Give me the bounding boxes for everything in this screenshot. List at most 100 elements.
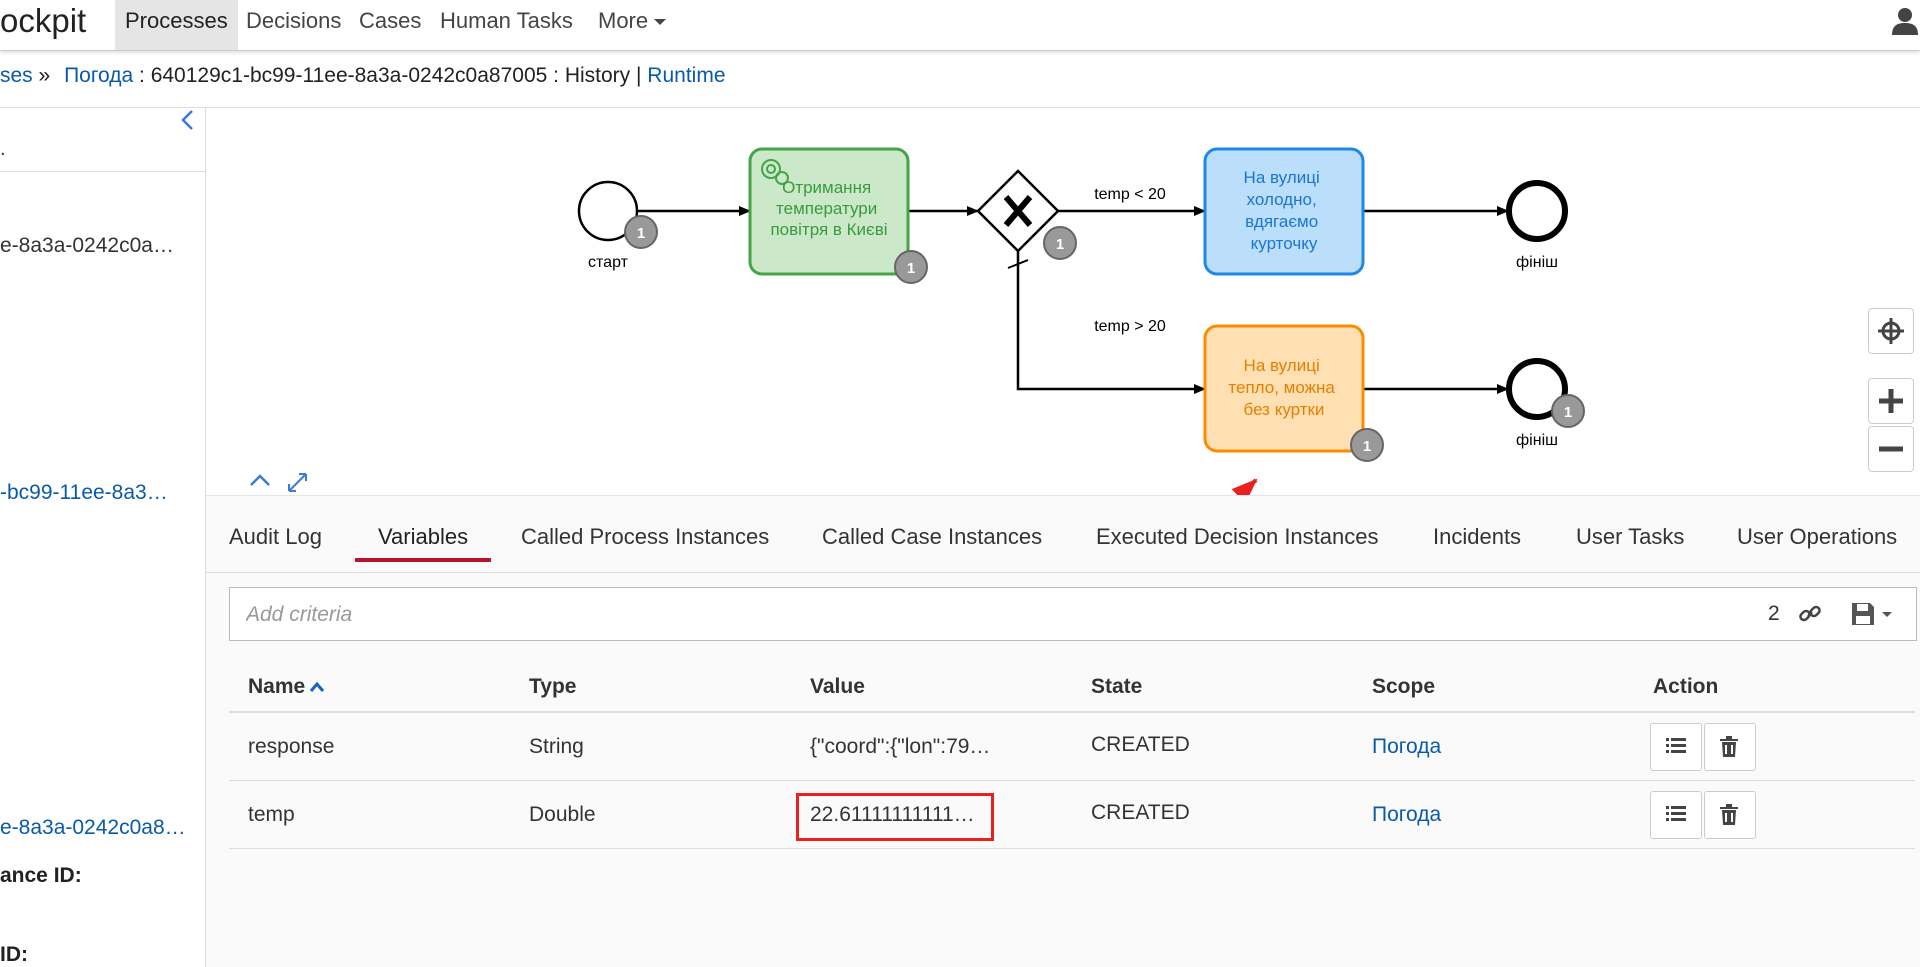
breadcrumb-instance-id: : 640129c1-bc99-11ee-8a3a-0242c0a87005 :… bbox=[139, 64, 642, 87]
variable-state: CREATED bbox=[1091, 801, 1190, 824]
end-event-cold[interactable] bbox=[1506, 180, 1568, 242]
tab-variables[interactable]: Variables bbox=[378, 524, 469, 549]
start-event-label: старт bbox=[588, 254, 629, 271]
start-event[interactable] bbox=[577, 180, 639, 242]
delete-variable-button[interactable] bbox=[1704, 791, 1756, 839]
annotation-arrow bbox=[1231, 478, 1258, 495]
inspect-variable-button[interactable] bbox=[1650, 791, 1702, 839]
tab-user-operations[interactable]: User Operations bbox=[1737, 524, 1898, 549]
end-event-label: фініш bbox=[1516, 432, 1558, 449]
condition-warm-label: temp > 20 bbox=[1094, 318, 1166, 335]
end-warm-count-badge bbox=[1551, 394, 1585, 428]
breadcrumb-processes-link[interactable]: ses bbox=[0, 64, 33, 87]
svg-text:На вулиці холодно,: На вулиці холодно, вдягаємо курточку bbox=[1244, 168, 1325, 253]
cold-task-label-line: холодно, bbox=[1247, 190, 1317, 209]
warm-task-label-line: без куртки bbox=[1244, 400, 1325, 419]
breadcrumb-separator: » bbox=[38, 64, 51, 87]
zoom-in-button[interactable] bbox=[1868, 378, 1914, 424]
collapse-sidebar-icon[interactable] bbox=[178, 108, 198, 132]
breadcrumb-process-link[interactable]: Погода bbox=[64, 64, 134, 87]
column-header-name[interactable]: Name bbox=[248, 675, 325, 699]
column-header-state[interactable]: State bbox=[1091, 675, 1143, 698]
variable-scope-link[interactable]: Погода bbox=[1372, 735, 1442, 758]
annotation-highlight-box bbox=[796, 793, 994, 841]
search-input[interactable] bbox=[244, 600, 1648, 630]
cold-task-label-line: На вулиці bbox=[1244, 168, 1320, 187]
nav-item-cases[interactable]: Cases bbox=[359, 8, 422, 33]
column-header-action: Action bbox=[1653, 675, 1719, 698]
end-warm-count-badge-text: 1 bbox=[1564, 404, 1572, 421]
variable-type: String bbox=[529, 735, 584, 758]
gateway-x-icon bbox=[1003, 195, 1033, 227]
delete-variable-button[interactable] bbox=[1704, 723, 1756, 771]
column-header-scope[interactable]: Scope bbox=[1372, 675, 1436, 698]
end-event-warm[interactable] bbox=[1506, 358, 1568, 420]
tab-called-case-instances[interactable]: Called Case Instances bbox=[822, 524, 1043, 549]
variable-name: temp bbox=[248, 803, 295, 826]
sidebar-instance-id: e-8a3a-0242c0a… bbox=[0, 234, 174, 257]
sidebar-field-label: ance ID: bbox=[0, 864, 82, 887]
inspect-variable-button[interactable] bbox=[1650, 723, 1702, 771]
task1-label-line: Отримання bbox=[782, 178, 871, 197]
sidebar: . e-8a3a-0242c0a… -bc99-11ee-8a3… e-8a3a… bbox=[0, 108, 206, 967]
task1-count-badge-text: 1 bbox=[907, 260, 915, 277]
warm-task-count-badge-text: 1 bbox=[1363, 438, 1371, 455]
tab-called-process-instances[interactable]: Called Process Instances bbox=[521, 524, 770, 549]
tab-user-tasks[interactable]: User Tasks bbox=[1576, 524, 1685, 549]
sidebar-instance-link[interactable]: -bc99-11ee-8a3… bbox=[0, 481, 168, 504]
column-header-type[interactable]: Type bbox=[529, 675, 577, 698]
app-brand[interactable]: ockpit bbox=[0, 2, 87, 39]
variable-scope-link[interactable]: Погода bbox=[1372, 803, 1442, 826]
fullscreen-icon[interactable] bbox=[288, 473, 307, 492]
warm-task-label-line: На вулиці bbox=[1244, 356, 1320, 375]
warm-task-label-line: тепло, можна bbox=[1228, 378, 1335, 397]
user-task-warm-weather[interactable] bbox=[1203, 324, 1365, 453]
variable-value[interactable]: {"coord":{"lon":79… bbox=[810, 735, 991, 758]
bpmn-canvas: старт 1 Отримання температури повітря в … bbox=[250, 147, 1585, 495]
breadcrumb-divider bbox=[0, 107, 1920, 108]
tab-executed-decision-instances[interactable]: Executed Decision Instances bbox=[1096, 524, 1379, 549]
svg-text:Отримання температури: Отримання температури повітря в Києві bbox=[770, 178, 887, 239]
crosshair-icon bbox=[1878, 318, 1904, 344]
end-event-label: фініш bbox=[1516, 254, 1558, 271]
user-task-cold-weather[interactable] bbox=[1203, 147, 1365, 276]
table-row: response String {"coord":{"lon":79… CREA… bbox=[229, 713, 1915, 781]
gateway-count-badge bbox=[1043, 226, 1077, 260]
gateway-count-badge-text: 1 bbox=[1056, 236, 1064, 253]
zoom-out-button[interactable] bbox=[1868, 426, 1914, 472]
condition-cold-label: temp < 20 bbox=[1094, 186, 1166, 203]
breadcrumb-runtime-link[interactable]: Runtime bbox=[647, 64, 726, 87]
reset-zoom-button[interactable] bbox=[1868, 308, 1914, 354]
link-icon[interactable] bbox=[1798, 602, 1822, 626]
nav-item-processes[interactable]: Processes bbox=[115, 0, 238, 50]
tab-audit-log[interactable]: Audit Log bbox=[229, 524, 322, 549]
collapse-diagram-icon[interactable] bbox=[250, 474, 270, 486]
save-icon[interactable] bbox=[1850, 601, 1876, 627]
bpmn-diagram[interactable]: старт 1 Отримання температури повітря в … bbox=[206, 108, 1920, 495]
warm-task-count-badge bbox=[1350, 428, 1384, 462]
list-icon bbox=[1666, 738, 1686, 753]
breadcrumb: ses » Погода : 640129c1-bc99-11ee-8a3a-0… bbox=[0, 64, 726, 94]
start-count-badge bbox=[624, 215, 658, 249]
sidebar-field-label: ID: bbox=[0, 943, 28, 966]
user-icon[interactable] bbox=[1890, 6, 1920, 36]
tabs-bar: Audit Log Variables Called Process Insta… bbox=[206, 495, 1920, 573]
nav-item-decisions[interactable]: Decisions bbox=[246, 8, 342, 33]
chevron-down-icon bbox=[654, 19, 667, 26]
variable-state: CREATED bbox=[1091, 733, 1190, 756]
nav-item-human-tasks[interactable]: Human Tasks bbox=[440, 8, 573, 33]
chevron-down-icon[interactable] bbox=[1882, 612, 1892, 617]
nav-more-label: More bbox=[598, 8, 649, 33]
variable-value[interactable]: 22.61111111111… bbox=[810, 803, 975, 826]
cold-task-label-line: вдягаємо bbox=[1245, 212, 1318, 231]
sidebar-label: . bbox=[0, 138, 6, 160]
table-header: Name Type Value State Scope Action bbox=[229, 655, 1915, 713]
sidebar-instance-link[interactable]: e-8a3a-0242c0a8… bbox=[0, 816, 186, 839]
default-flow-marker bbox=[1007, 259, 1029, 269]
variable-type: Double bbox=[529, 803, 596, 826]
nav-more-dropdown[interactable]: More bbox=[588, 0, 676, 50]
service-task-get-temperature[interactable] bbox=[748, 147, 910, 276]
column-header-value[interactable]: Value bbox=[810, 675, 865, 698]
tab-incidents[interactable]: Incidents bbox=[1433, 524, 1522, 549]
trash-icon bbox=[1720, 804, 1738, 825]
